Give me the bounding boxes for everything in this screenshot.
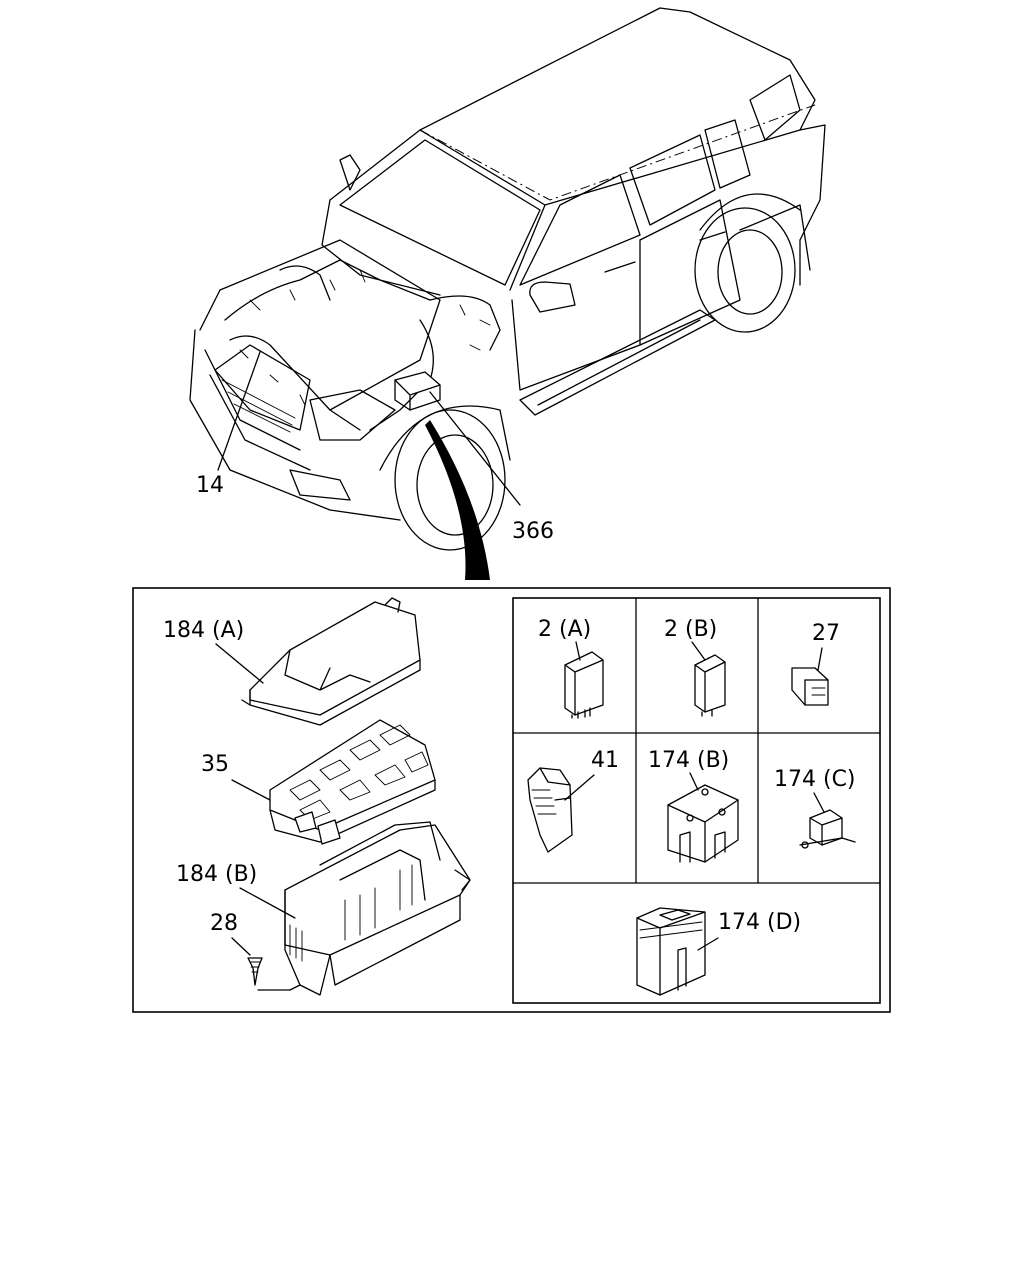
fuse-b-part [667,784,739,863]
callout-fuse-block: 35 [201,752,229,777]
callout-mini-fuse: 27 [812,621,840,646]
mini-fuse-part [791,667,829,706]
callout-relay-a: 2 (A) [538,617,591,642]
fuse-d-part [636,907,706,996]
callout-cover-upper: 184 (A) [163,618,244,643]
fuse-c-part [799,809,856,849]
callout-puller: 41 [591,748,619,773]
callout-fuse-b: 174 (B) [648,748,729,773]
callout-harness-engine: 366 [512,519,554,544]
callout-harness-front: 14 [196,473,224,498]
callout-relay-b: 2 (B) [664,617,717,642]
callout-fuse-c: 174 (C) [774,767,856,792]
callout-screw: 28 [210,911,238,936]
relay-a-part [564,651,604,719]
relay-b-part [694,654,726,717]
callout-fuse-d: 174 (D) [718,910,801,935]
vehicle-illustration [189,7,826,580]
callout-cover-lower: 184 (B) [176,862,257,887]
relay-box-assembly [241,597,471,996]
fuse-puller-part [527,767,573,853]
